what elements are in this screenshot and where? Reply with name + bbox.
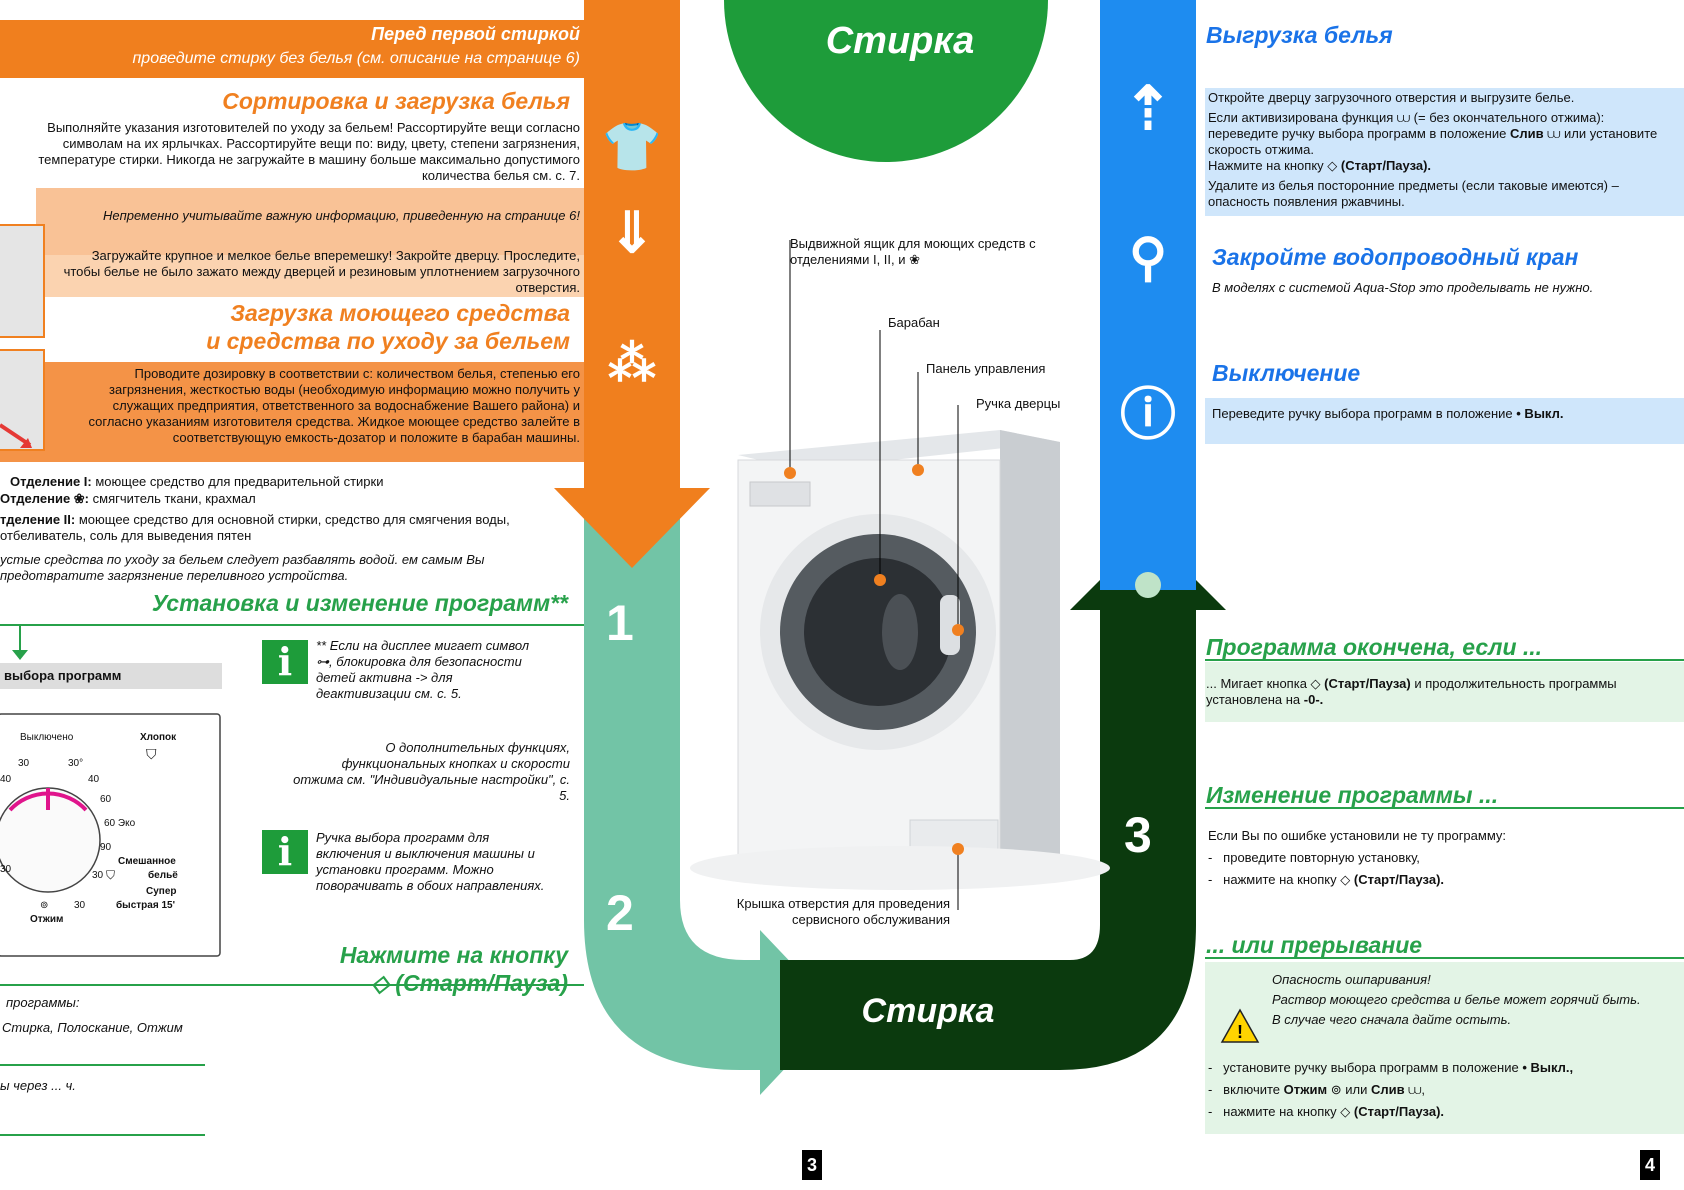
press-button-title-1: Нажмите на кнопку (339, 942, 568, 968)
finished-title: Программа окончена, если ... (1206, 634, 1543, 660)
unload-icon: ⇡ (1122, 75, 1174, 142)
switch-off-title: Выключение (1212, 360, 1361, 386)
compartment-2: тделение II: моющее средство для основно… (0, 512, 510, 543)
washing-machine (690, 430, 1110, 890)
dial-cotton: Хлопок (140, 732, 177, 743)
power-off-icon: ⓘ (1120, 383, 1176, 446)
first-wash-subtitle: проведите стирку без белья (см. описание… (132, 50, 580, 67)
step-2: 2 (606, 885, 634, 941)
interrupt-steps: - установите ручку выбора программ в пол… (1208, 1060, 1574, 1119)
svg-text:!: ! (1237, 1022, 1243, 1042)
step-3: 3 (1124, 807, 1152, 863)
green-top-circle (724, 0, 1048, 162)
orange-arrow (554, 0, 710, 568)
unload-text: Откройте дверцу загрузочного отверстия и… (1208, 90, 1658, 209)
dark-arrow (780, 532, 1226, 1070)
detergent-note: устые средства по уходу за бельем следуе… (0, 552, 485, 583)
child-lock-note: ** Если на дисплее мигает символ ⊶, блок… (316, 638, 530, 701)
callout-dot-service (952, 843, 964, 855)
spin-icon: ⊚ (40, 900, 49, 911)
tap-title: Закройте водопроводный кран (1212, 244, 1579, 270)
sorting-text: Выполняйте указания изготовителей по ухо… (38, 120, 580, 183)
callout-panel: Панель управления (926, 361, 1046, 376)
callout-dot-drum (874, 574, 886, 586)
selector-note: Ручка выбора программ для включения и вы… (316, 830, 545, 893)
dial-off: Выключено (20, 732, 74, 743)
callout-dot-door (952, 624, 964, 636)
interrupt-title: ... или прерывание (1206, 932, 1423, 958)
tap-text: В моделях с системой Aqua-Stop это проде… (1212, 280, 1594, 295)
info-icon: i (262, 830, 308, 874)
page-number-left: 3 (802, 1150, 822, 1180)
program-dial[interactable]: Выключено Хлопок ⛉ 30 30° 40 40 60 60 Эк… (0, 732, 178, 925)
detergent-text: Проводите дозировку в соответствии с: ко… (88, 366, 580, 445)
program-selector-label: выбора программ (4, 668, 122, 683)
unload-title: Выгрузка белья (1206, 22, 1393, 48)
change-text: Если Вы по ошибке установили не ту прогр… (1208, 828, 1507, 887)
blue-bar (1100, 0, 1196, 590)
detergent-icon: ⁂ (608, 338, 656, 391)
wash-top-label: Стирка (825, 20, 975, 62)
step-1: 1 (606, 595, 634, 651)
press-button-title-2: ◇ (Старт/Пауза) (371, 970, 568, 996)
tshirt-icon: 👕 (602, 121, 662, 174)
change-title: Изменение программы ... (1206, 782, 1499, 808)
compartment-1: Отделение I: моющее средство для предвар… (10, 474, 384, 489)
wash-bottom-label: Стирка (861, 992, 995, 1030)
callout-dot-panel (912, 464, 924, 476)
detergent-title-2: и средства по уходу за бельем (206, 328, 570, 354)
callout-drum: Барабан (888, 315, 940, 330)
mixed-icon: ⛉ (106, 868, 116, 882)
info-icon: i (262, 640, 308, 684)
switch-off-text: Переведите ручку выбора программ в полож… (1212, 406, 1564, 421)
sorting-note: Непременно учитывайте важную информацию,… (102, 208, 580, 223)
finished-text: ... Мигает кнопка ◇ (Старт/Пауза) и прод… (1206, 676, 1617, 707)
loading-text: Загружайте крупное и мелкое белье вперем… (63, 248, 580, 295)
callout-drawer: Выдвижной ящик для моющих средств с отде… (790, 236, 1036, 267)
callout-service: Крышка отверстия для проведения сервисно… (736, 896, 950, 927)
first-wash-title: Перед первой стиркой (371, 24, 580, 44)
cotton-icon: ⛉ (146, 746, 157, 762)
callout-dot-drawer (784, 467, 796, 479)
sorting-title: Сортировка и загрузка белья (222, 88, 570, 114)
compartment-softener: Отделение ❀: смягчитель ткани, крахмал (0, 491, 256, 506)
callout-door: Ручка дверцы (976, 396, 1061, 411)
detergent-title-1: Загрузка моющего средства (230, 300, 570, 326)
page-number-right: 4 (1640, 1150, 1660, 1180)
teal-arrow (584, 480, 838, 1095)
program-setup-title: Установка и изменение программ** (151, 590, 568, 616)
extra-functions-note: О дополнительных функциях, функциональны… (293, 740, 570, 803)
tap-icon: ⚲ (1128, 229, 1168, 287)
load-arrow-icon: ⇓ (608, 201, 656, 264)
scald-warning: Опасность ошпаривания! Раствор моющего с… (1272, 972, 1641, 1027)
